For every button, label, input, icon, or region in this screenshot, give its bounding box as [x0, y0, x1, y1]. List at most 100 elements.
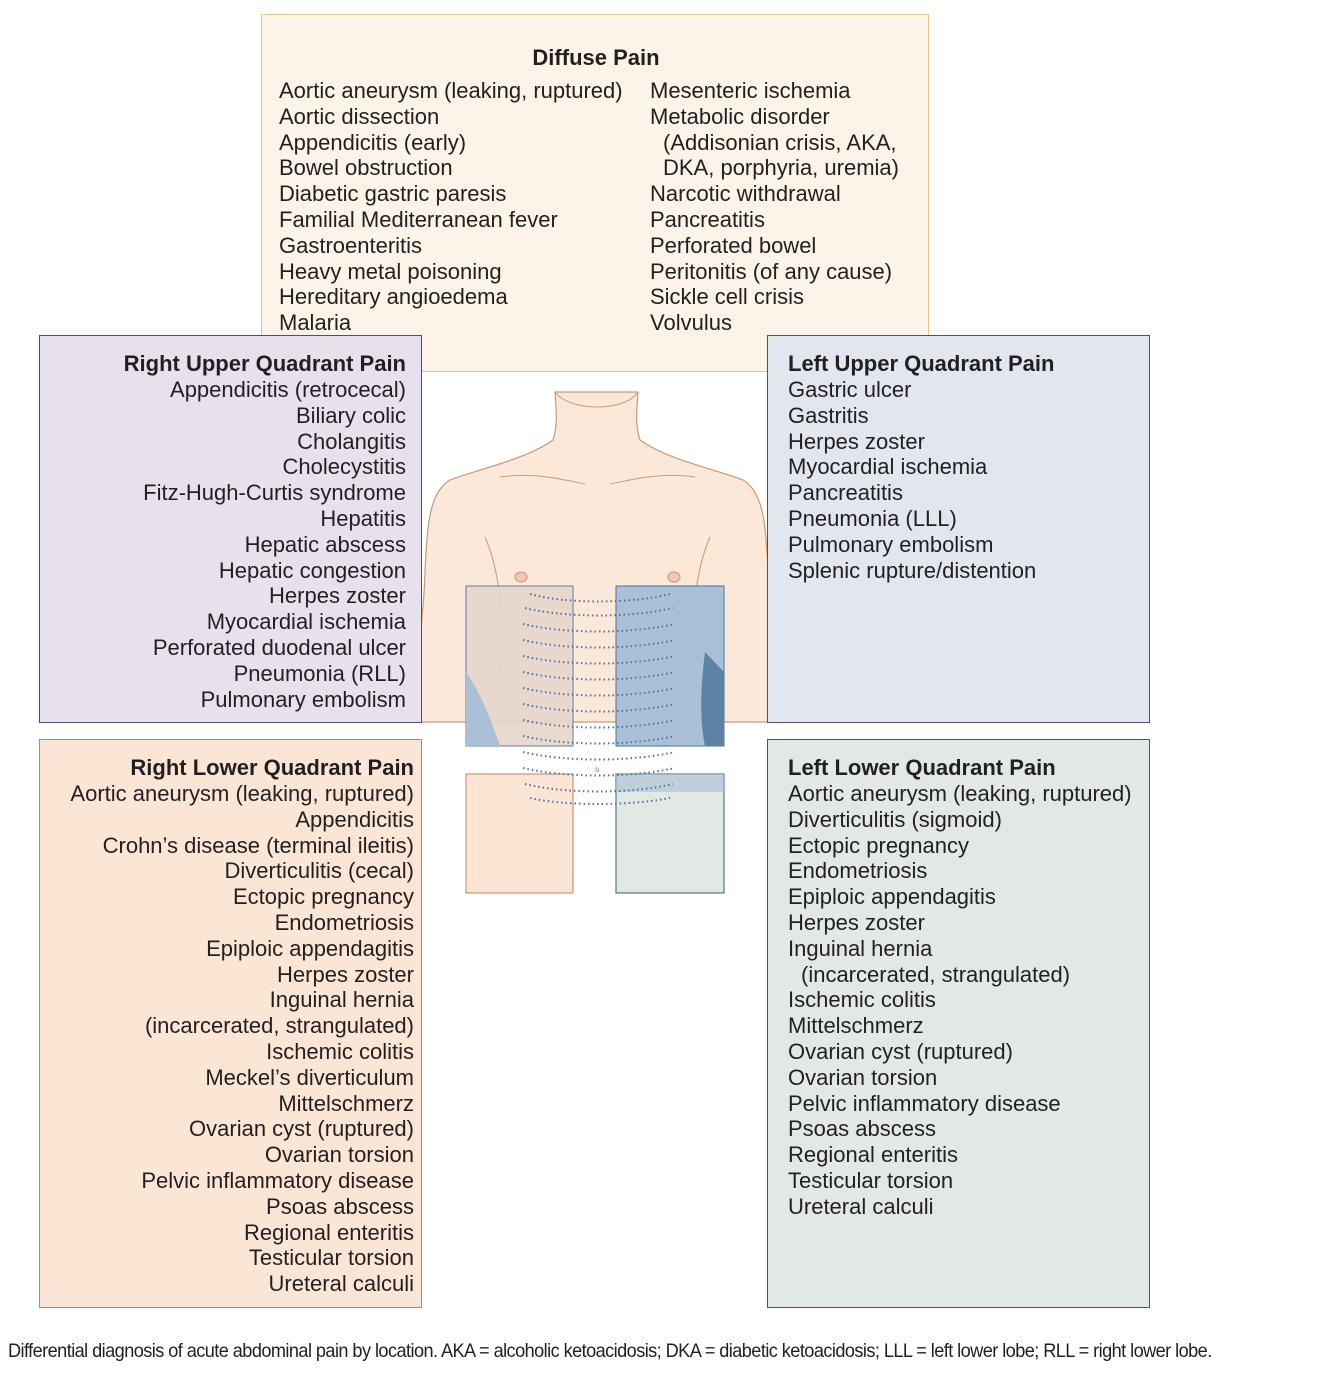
list-item: Endometriosis	[274, 909, 414, 935]
list-item: Regional enteritis	[244, 1219, 414, 1245]
list-item: Appendicitis	[295, 806, 414, 832]
right-lower-quadrant-title: Right Lower Quadrant Pain	[130, 755, 414, 780]
list-item: Sickle cell crisis	[650, 284, 805, 310]
list-item: Perforated bowel	[650, 232, 817, 258]
left-lower-quadrant-title: Left Lower Quadrant Pain	[788, 755, 1056, 780]
list-item: Herpes zoster	[277, 961, 414, 987]
list-item: Aortic dissection	[279, 103, 440, 129]
list-item: Herpes zoster	[788, 428, 925, 454]
list-item: Hereditary angioedema	[279, 284, 508, 310]
list-item: Diverticulitis (sigmoid)	[788, 806, 1002, 832]
diffuse-pain-list-col1: Aortic aneurysm (leaking, ruptured) Aort…	[279, 78, 623, 336]
diffuse-pain-list-col2: Mesenteric ischemia Metabolic disorder (…	[650, 78, 899, 336]
list-item: Volvulus	[650, 310, 732, 336]
list-item: Cholecystitis	[282, 454, 406, 480]
list-item: Psoas abscess	[788, 1116, 936, 1142]
left-lower-quadrant-list: Aortic aneurysm (leaking, ruptured) Dive…	[788, 781, 1132, 1220]
list-item: Ischemic colitis	[788, 987, 936, 1013]
dotted-rib-lines	[522, 593, 676, 805]
list-item: Mittelschmerz	[278, 1090, 414, 1116]
list-item: Ischemic colitis	[266, 1038, 414, 1064]
quadrant-lower-right-zone	[465, 773, 574, 894]
list-item: Appendicitis (early)	[279, 129, 467, 155]
left-lower-quadrant-panel: Left Lower Quadrant Pain Aortic aneurysm…	[767, 739, 1150, 1308]
list-item: Aortic aneurysm (leaking, ruptured)	[279, 78, 623, 103]
list-item: Perforated duodenal ulcer	[152, 634, 406, 660]
list-item: Splenic rupture/distention	[788, 557, 1037, 583]
list-item: Testicular torsion	[248, 1245, 414, 1271]
nipples	[514, 571, 681, 583]
list-item: Ovarian cyst (ruptured)	[788, 1038, 1013, 1064]
list-item: Gastric ulcer	[788, 377, 912, 402]
list-item: (incarcerated, strangulated)	[801, 961, 1071, 987]
list-item: Ureteral calculi	[268, 1271, 415, 1297]
list-item: Herpes zoster	[788, 909, 925, 935]
list-item: Myocardial ischemia	[206, 609, 406, 635]
left-upper-quadrant-panel: Left Upper Quadrant Pain Gastric ulcer G…	[767, 335, 1150, 723]
diffuse-pain-title: Diffuse Pain	[532, 45, 660, 70]
list-item: Pancreatitis	[650, 206, 765, 232]
list-item: Pelvic inflammatory disease	[141, 1167, 414, 1193]
list-item: Cholangitis	[297, 428, 406, 454]
list-item: Biliary colic	[295, 402, 406, 428]
list-item: Mesenteric ischemia	[650, 78, 851, 103]
list-item: Gastritis	[788, 402, 869, 428]
list-item: Pelvic inflammatory disease	[788, 1090, 1061, 1116]
list-item: Psoas abscess	[266, 1193, 414, 1219]
list-item: Ectopic pregnancy	[233, 884, 414, 910]
list-item: Narcotic withdrawal	[650, 181, 841, 207]
right-upper-quadrant-list: Appendicitis (retrocecal) Biliary colic …	[124, 377, 406, 712]
list-item: Herpes zoster	[269, 583, 406, 609]
list-item: Inguinal hernia	[788, 935, 933, 961]
list-item: Ovarian torsion	[788, 1064, 938, 1090]
list-item: Mittelschmerz	[788, 1013, 924, 1039]
list-item: Heavy metal poisoning	[279, 258, 502, 284]
list-item: Ectopic pregnancy	[788, 832, 969, 858]
list-item: Meckel’s diverticulum	[205, 1064, 414, 1090]
list-item: Pulmonary embolism	[200, 686, 406, 712]
left-upper-quadrant-title: Left Upper Quadrant Pain	[788, 351, 1055, 376]
list-item: Ovarian cyst (ruptured)	[189, 1116, 414, 1142]
list-item: Testicular torsion	[788, 1167, 954, 1193]
list-item: Malaria	[279, 310, 352, 336]
list-item: Epiploic appendagitis	[206, 935, 414, 961]
list-item: Ureteral calculi	[788, 1193, 934, 1219]
right-lower-quadrant-list: Aortic aneurysm (leaking, ruptured) Appe…	[70, 781, 414, 1297]
list-item: Pneumonia (RLL)	[233, 660, 406, 686]
list-item: Peritonitis (of any cause)	[650, 258, 893, 284]
list-item: Ovarian torsion	[264, 1142, 414, 1168]
torso-body	[405, 391, 789, 723]
list-item: Diabetic gastric paresis	[279, 181, 507, 207]
list-item: (Addisonian crisis, AKA,	[663, 129, 897, 155]
quadrant-upper-right-zone	[465, 585, 574, 747]
figure-caption: Differential diagnosis of acute abdomina…	[8, 1340, 1212, 1362]
list-item: Crohn’s disease (terminal ileitis)	[102, 832, 414, 858]
left-upper-quadrant-list: Gastric ulcer Gastritis Herpes zoster My…	[788, 377, 1054, 583]
list-item: Endometriosis	[788, 858, 928, 884]
quadrant-upper-left-zone	[615, 585, 725, 747]
list-item: Familial Mediterranean fever	[279, 206, 558, 232]
list-item: Epiploic appendagitis	[788, 884, 996, 910]
list-item: Myocardial ischemia	[788, 454, 988, 480]
list-item: Gastroenteritis	[279, 232, 423, 258]
list-item: Metabolic disorder	[650, 103, 830, 129]
list-item: Pancreatitis	[788, 480, 903, 506]
right-lower-quadrant-panel: Right Lower Quadrant Pain Aortic aneurys…	[39, 739, 422, 1308]
list-item: Hepatic congestion	[218, 557, 406, 583]
list-item: Hepatitis	[320, 505, 406, 531]
list-item: Diverticulitis (cecal)	[224, 858, 414, 884]
list-item: Pulmonary embolism	[788, 531, 994, 557]
torso-illustration	[405, 391, 789, 894]
list-item: Inguinal hernia	[269, 987, 414, 1013]
list-item: (incarcerated, strangulated)	[144, 1013, 414, 1039]
list-item: DKA, porphyria, uremia)	[663, 155, 899, 181]
list-item: Regional enteritis	[788, 1142, 958, 1168]
list-item: Aortic aneurysm (leaking, ruptured)	[70, 781, 414, 806]
list-item: Pneumonia (LLL)	[788, 505, 957, 531]
list-item: Hepatic abscess	[244, 531, 406, 557]
list-item: Aortic aneurysm (leaking, ruptured)	[788, 781, 1132, 806]
right-upper-quadrant-title: Right Upper Quadrant Pain	[123, 351, 406, 376]
navel	[595, 766, 600, 773]
quadrant-lower-left-zone	[615, 773, 725, 894]
right-upper-quadrant-panel: Right Upper Quadrant Pain Appendicitis (…	[39, 335, 422, 723]
